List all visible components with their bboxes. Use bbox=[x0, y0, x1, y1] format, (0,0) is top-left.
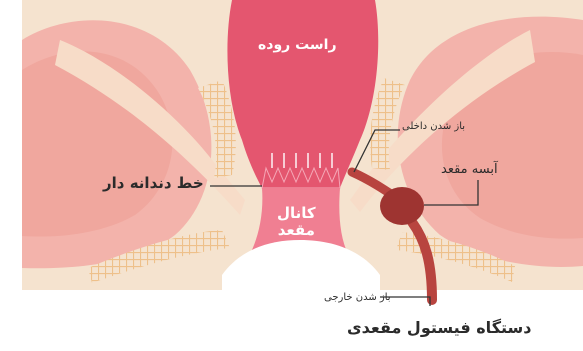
left-white-margin bbox=[0, 0, 22, 347]
internal-opening-label: باز شدن داخلی bbox=[402, 121, 465, 132]
anal-canal-label-line2: مقعد bbox=[277, 222, 316, 239]
dentate-line-label: خط دندانه دار bbox=[103, 175, 204, 192]
fistula-system-label: دستگاه فیستول مقعدی bbox=[347, 319, 531, 337]
anal-abscess bbox=[380, 187, 424, 225]
external-opening-label: باز شدن خارجی bbox=[324, 292, 391, 303]
anal-canal-label-line1: کانال bbox=[277, 205, 316, 222]
rectum-label: راست روده bbox=[258, 38, 337, 53]
anal-abscess-label: آبسه مقعد bbox=[441, 163, 498, 177]
anal-canal-label: کانال مقعد bbox=[277, 205, 316, 238]
